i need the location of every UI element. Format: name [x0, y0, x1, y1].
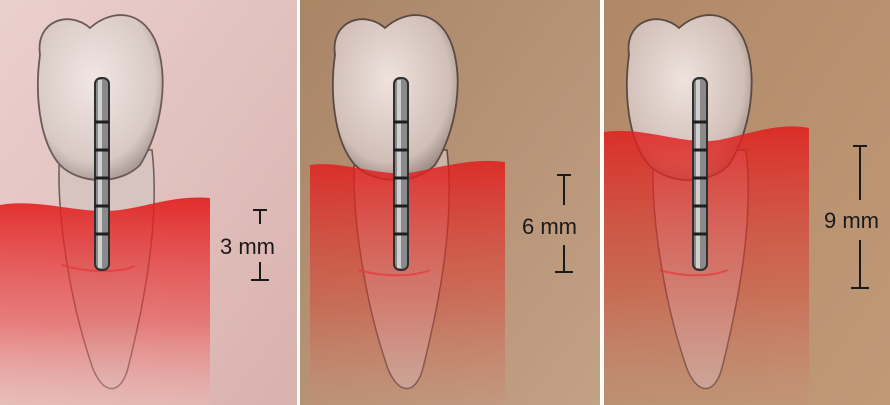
panel-3mm: 3 mm	[0, 0, 297, 405]
panel-3-illustration	[604, 0, 890, 405]
panel-2-illustration	[300, 0, 600, 405]
periodontal-probe	[693, 78, 707, 270]
panel-9mm: 9 mm	[604, 0, 890, 405]
periodontal-probe	[95, 78, 109, 270]
panel-divider	[297, 0, 300, 405]
panel-6mm: 6 mm	[300, 0, 600, 405]
depth-label: 3 mm	[220, 236, 275, 258]
periodontal-probe	[394, 78, 408, 270]
depth-label: 9 mm	[824, 210, 879, 232]
depth-label: 6 mm	[522, 216, 577, 238]
panel-divider	[600, 0, 604, 405]
panel-1-illustration	[0, 0, 297, 405]
